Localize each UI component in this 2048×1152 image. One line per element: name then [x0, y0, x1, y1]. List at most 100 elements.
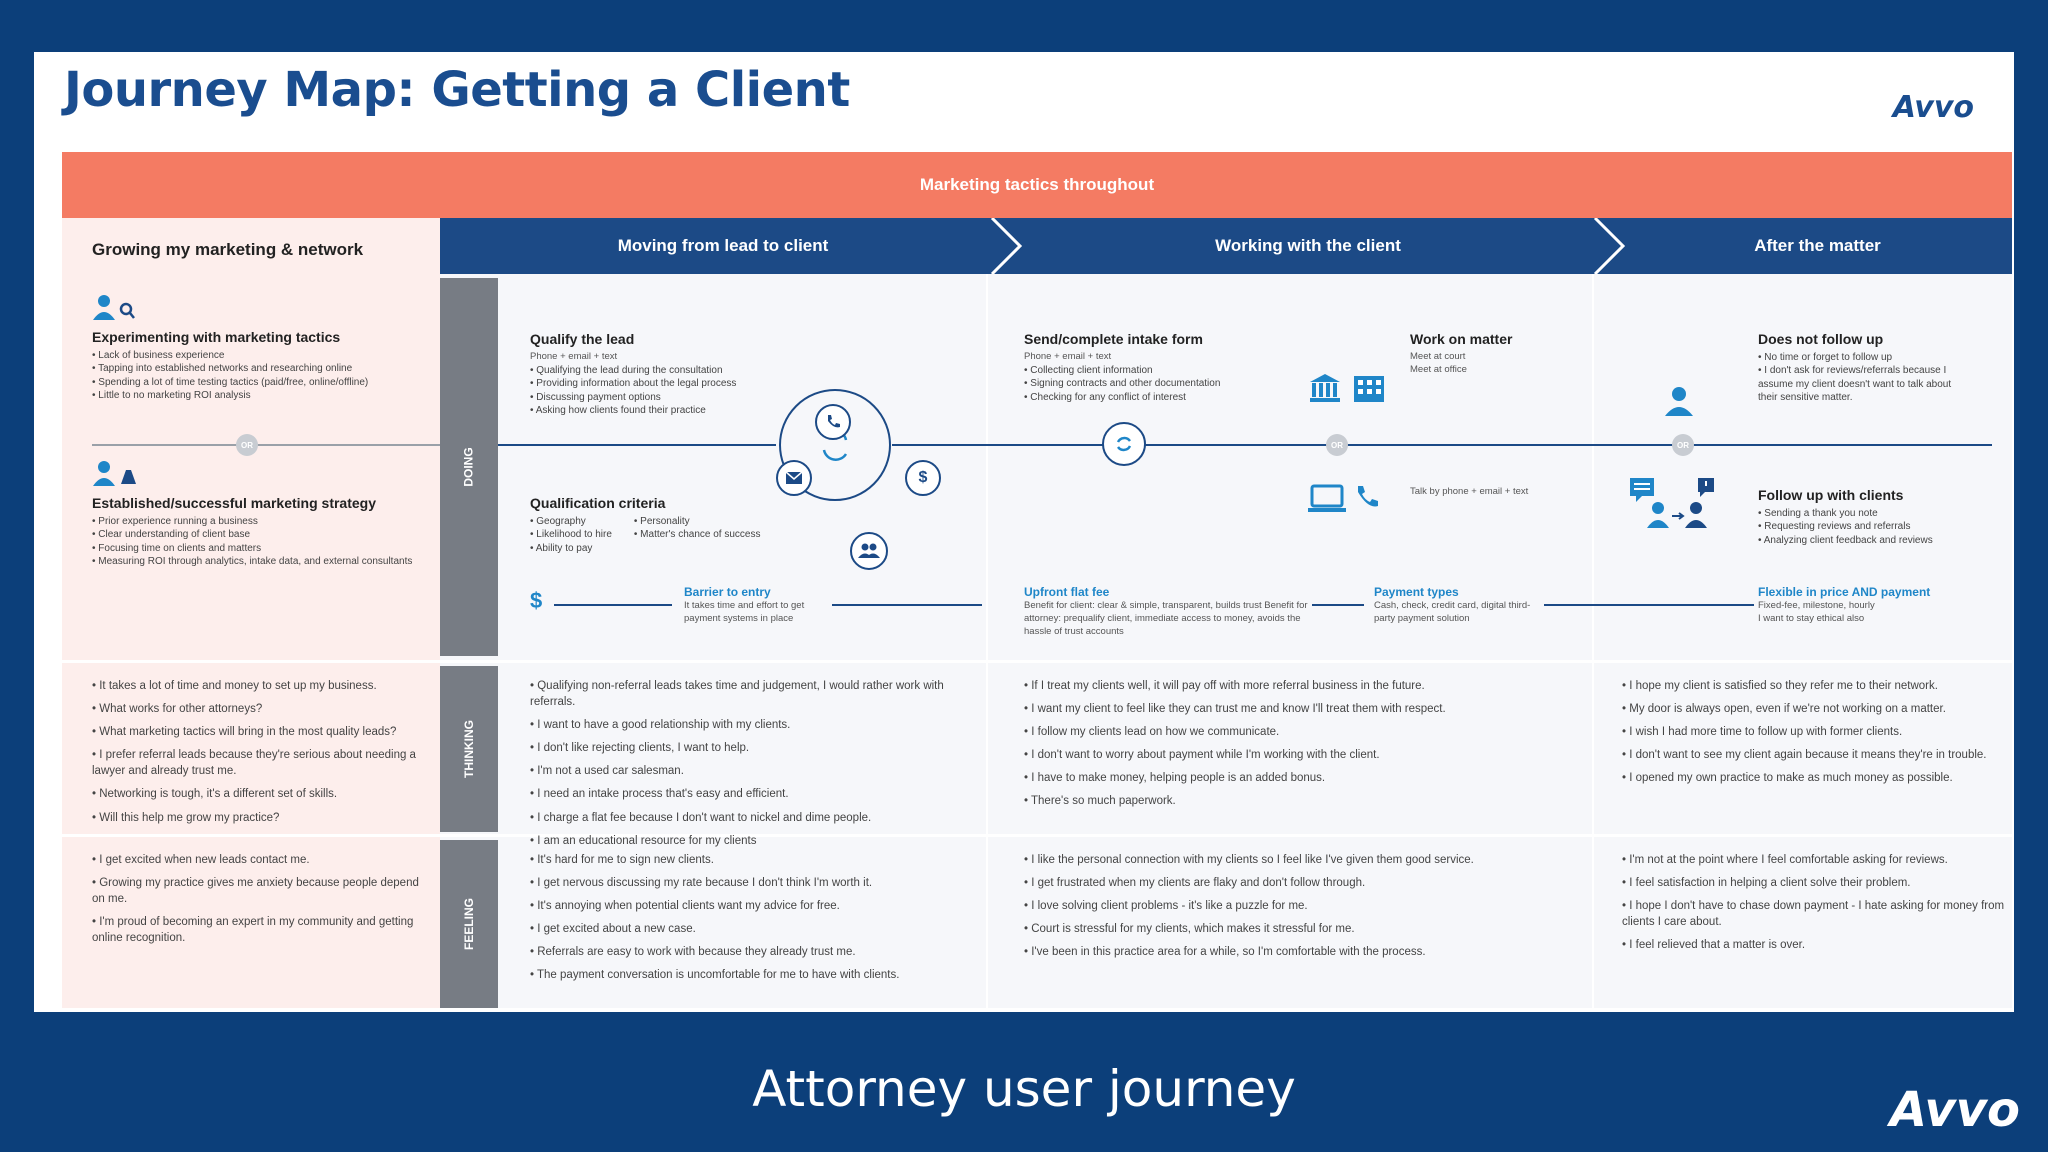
follow-up-title: Follow up with clients: [1758, 487, 1904, 503]
list-item: Ability to pay: [530, 542, 612, 556]
thinking-col3: I hope my client is satisfied so they re…: [1622, 678, 2008, 793]
list-item: I don't want to worry about payment whil…: [1024, 747, 1584, 763]
no-follow-up-title: Does not follow up: [1758, 331, 1884, 347]
list-item: It's hard for me to sign new clients.: [530, 852, 980, 868]
list-item: Checking for any conflict of interest: [1024, 391, 1264, 405]
avvo-logo: Avvo: [1892, 90, 1974, 125]
row-divider: [62, 660, 440, 663]
row-label-thinking: THINKING: [440, 666, 498, 832]
list-item: I hope my client is satisfied so they re…: [1622, 678, 2008, 694]
payment-line: [554, 604, 672, 606]
criteria-block: Qualification criteria Geography Likelih…: [530, 494, 830, 555]
journey-map-card: Journey Map: Getting a Client Avvo Marke…: [34, 52, 2014, 1012]
row-label-doing: DOING: [440, 278, 498, 656]
list-item: I get excited when new leads contact me.: [92, 852, 432, 868]
person-icon: [1665, 387, 1693, 416]
refresh-icon: [1102, 422, 1146, 466]
flexible-block: Flexible in price AND payment Fixed-fee,…: [1758, 584, 1978, 626]
list-item: Will this help me grow my practice?: [92, 810, 432, 826]
list-item: I have to make money, helping people is …: [1024, 770, 1584, 786]
list-item: I've been in this practice area for a wh…: [1024, 944, 1584, 960]
list-item: I feel relieved that a matter is over.: [1622, 937, 2008, 953]
qualify-block: Qualify the lead Phone + email + text Qu…: [530, 330, 770, 418]
phase-lead-to-client: Moving from lead to client: [617, 236, 829, 255]
feeling-col1: It's hard for me to sign new clients. I …: [530, 852, 980, 991]
or-marker: OR: [1326, 434, 1348, 456]
list-item: I don't like rejecting clients, I want t…: [530, 740, 980, 756]
experimenting-title: Experimenting with marketing tactics: [92, 329, 341, 345]
phase-working: Working with the client: [1215, 236, 1401, 255]
timeline: [892, 444, 986, 446]
payment-line: [832, 604, 982, 606]
work-line: Meet at office: [1410, 363, 1467, 375]
person-search-icon: [93, 295, 135, 320]
thinking-left: It takes a lot of time and money to set …: [92, 678, 432, 833]
list-item: Referrals are easy to work with because …: [530, 944, 980, 960]
talk-note: Talk by phone + email + text: [1410, 486, 1590, 499]
left-column-header: Growing my marketing & network: [92, 240, 364, 259]
flexible-title: Flexible in price AND payment: [1758, 585, 1931, 599]
payment-types-title: Payment types: [1374, 585, 1459, 599]
list-item: Geography: [530, 515, 612, 529]
phase-bar: Moving from lead to client Working with …: [440, 218, 2012, 274]
established-title: Established/successful marketing strateg…: [92, 495, 376, 511]
list-item: I follow my clients lead on how we commu…: [1024, 724, 1584, 740]
flatfee-text: Benefit for client: clear & simple, tran…: [1024, 600, 1308, 637]
row-divider: [62, 834, 440, 837]
court-office-icons: [1310, 374, 1384, 402]
list-item: I want my client to feel like they can t…: [1024, 701, 1584, 717]
column-divider: [986, 274, 988, 1008]
marketing-banner: Marketing tactics throughout: [62, 152, 2012, 218]
list-item: Analyzing client feedback and reviews: [1758, 534, 1978, 548]
list-item: Requesting reviews and referrals: [1758, 520, 1978, 534]
list-item: I get frustrated when my clients are fla…: [1024, 875, 1584, 891]
list-item: Networking is tough, it's a different se…: [92, 786, 432, 802]
list-item: Sending a thank you note: [1758, 507, 1978, 521]
flatfee-title: Upfront flat fee: [1024, 585, 1110, 599]
list-item: If I treat my clients well, it will pay …: [1024, 678, 1584, 694]
persona-icon: [92, 460, 138, 493]
list-item: There's so much paperwork.: [1024, 793, 1584, 809]
list-item: What works for other attorneys?: [92, 701, 432, 717]
dollar-sign-icon: $: [530, 588, 543, 613]
slide-caption: Attorney user journey: [752, 1060, 1296, 1118]
page-title: Journey Map: Getting a Client: [64, 62, 850, 118]
list-item: My door is always open, even if we're no…: [1622, 701, 2008, 717]
list-item: Asking how clients found their practice: [530, 404, 770, 418]
payment-line: [1544, 604, 1754, 606]
or-line: [92, 444, 440, 446]
talk-text: Talk by phone + email + text: [1410, 486, 1529, 497]
list-item: I don't want to see my client again beca…: [1622, 747, 2008, 763]
flatfee-block: Upfront flat fee Benefit for client: cle…: [1024, 584, 1324, 639]
list-item: Qualifying the lead during the consultat…: [530, 364, 770, 378]
flexible-line: Fixed-fee, milestone, hourly: [1758, 600, 1875, 612]
feeling-left: I get excited when new leads contact me.…: [92, 852, 432, 953]
row-divider: [440, 660, 2012, 663]
list-item: I am an educational resource for my clie…: [530, 833, 980, 849]
list-item: I prefer referral leads because they're …: [92, 747, 432, 779]
list-item: Personality: [634, 515, 761, 529]
experimenting-block: Experimenting with marketing tactics Lac…: [92, 328, 432, 403]
list-item: Providing information about the legal pr…: [530, 377, 770, 391]
persona-icon: [92, 294, 138, 327]
work-title: Work on matter: [1410, 331, 1513, 347]
list-item: I'm not a used car salesman.: [530, 763, 980, 779]
or-marker: OR: [236, 434, 258, 456]
flexible-line: I want to stay ethical also: [1758, 613, 1865, 624]
payment-types-text: Cash, check, credit card, digital third-…: [1374, 600, 1531, 624]
people-icon: [850, 532, 888, 570]
list-item: The payment conversation is uncomfortabl…: [530, 967, 980, 983]
list-item: Spending a lot of time testing tactics (…: [92, 376, 432, 390]
list-item: I love solving client problems - it's li…: [1024, 898, 1584, 914]
qualify-title: Qualify the lead: [530, 331, 635, 347]
list-item: I'm proud of becoming an expert in my co…: [92, 914, 432, 946]
list-item: Prior experience running a business: [92, 515, 432, 529]
intake-block: Send/complete intake form Phone + email …: [1024, 330, 1264, 404]
list-item: Court is stressful for my clients, which…: [1024, 921, 1584, 937]
list-item: I wish I had more time to follow up with…: [1622, 724, 2008, 740]
payment-line: [1312, 604, 1364, 606]
email-icon: [776, 460, 812, 496]
list-item: Qualifying non-referral leads takes time…: [530, 678, 980, 710]
list-item: I get nervous discussing my rate because…: [530, 875, 980, 891]
row-label-feeling: FEELING: [440, 840, 498, 1008]
